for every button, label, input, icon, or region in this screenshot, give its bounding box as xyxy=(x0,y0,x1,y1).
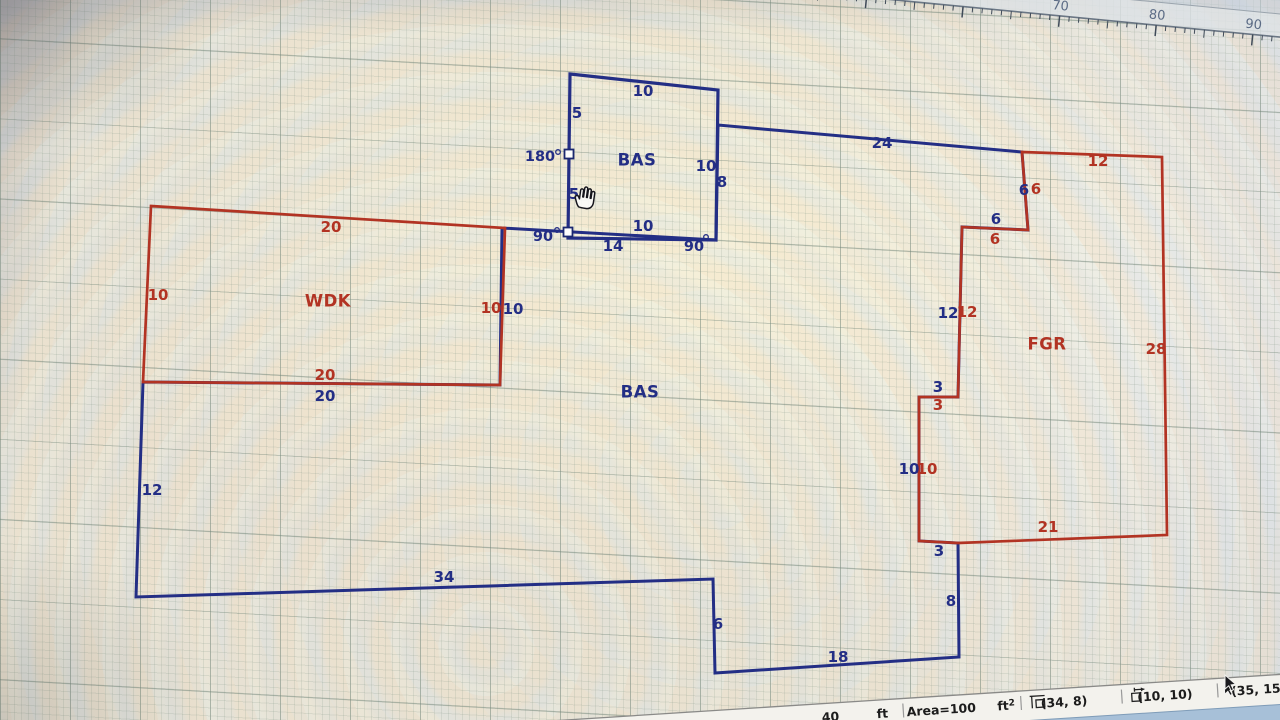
dimension-label[interactable]: 3 xyxy=(934,542,944,560)
dimension-label[interactable]: 24 xyxy=(872,134,893,152)
dimension-label[interactable]: 6 xyxy=(990,230,1000,248)
dimension-label[interactable]: 5 xyxy=(572,104,582,122)
ruler-number: 90 xyxy=(1245,17,1263,34)
dimension-label[interactable]: 8 xyxy=(717,173,727,191)
ruler-tick xyxy=(961,6,964,18)
area-name-label[interactable]: FGR xyxy=(1027,335,1066,354)
dimension-label[interactable]: 6 xyxy=(713,615,723,633)
dimension-label[interactable]: 6 xyxy=(1019,181,1029,199)
dimension-label[interactable]: 3 xyxy=(933,378,943,396)
area-name-label[interactable]: WDK xyxy=(305,292,352,311)
top-ruler: 70 80 90 xyxy=(730,0,1280,46)
status-separator xyxy=(902,703,905,718)
vertex-handle[interactable] xyxy=(563,148,575,160)
dimension-label[interactable]: 10 xyxy=(899,460,920,478)
dimension-label[interactable]: 12 xyxy=(142,481,163,499)
dimension-label[interactable]: 8 xyxy=(946,592,956,610)
ruler-tick xyxy=(1010,11,1012,20)
dimension-label[interactable]: 5 xyxy=(569,185,579,203)
dimension-label[interactable]: 6 xyxy=(991,210,1001,228)
ruler-tick xyxy=(1250,34,1254,46)
area-readout: Area=100 xyxy=(906,700,976,719)
dimension-label[interactable]: 10 xyxy=(917,460,938,478)
hand-cursor xyxy=(574,186,596,210)
degree-marker xyxy=(554,227,560,233)
dimension-label[interactable]: 10 xyxy=(503,300,524,318)
segment-readout: (34, 8) xyxy=(1040,693,1087,711)
arrow-cursor xyxy=(1224,673,1237,692)
ruler-number: 80 xyxy=(1148,7,1166,24)
dimension-label[interactable]: 28 xyxy=(1146,340,1167,358)
ruler-tick xyxy=(913,1,916,10)
perimeter-unit-fragment: ft xyxy=(876,705,888,720)
polygon-wdk[interactable] xyxy=(141,204,507,387)
dimension-label[interactable]: 6 xyxy=(1031,180,1041,198)
dimension-label[interactable]: 12 xyxy=(1088,152,1109,170)
ruler-tick xyxy=(1106,20,1109,29)
dimension-label[interactable]: 3 xyxy=(933,396,943,414)
status-separator xyxy=(1019,695,1023,711)
dimension-label[interactable]: 18 xyxy=(828,648,849,666)
angle-label: 90 xyxy=(533,229,553,245)
cursor-position-readout: (35, 15) xyxy=(1231,680,1280,698)
angle-label: 180 xyxy=(525,149,555,165)
dimension-label[interactable]: 14 xyxy=(603,237,624,255)
dimension-label[interactable]: 34 xyxy=(434,568,455,586)
ruler-tick xyxy=(816,0,819,1)
area-name-label[interactable]: BAS xyxy=(621,383,660,402)
dimension-label[interactable]: 12 xyxy=(957,303,978,321)
status-separator xyxy=(1216,683,1219,698)
dimension-label[interactable]: 20 xyxy=(315,387,336,405)
dimension-label[interactable]: 10 xyxy=(633,82,654,100)
ruler-tick xyxy=(1154,25,1157,37)
dimension-label[interactable]: 10 xyxy=(148,286,169,304)
corner-dimension-icon xyxy=(1029,694,1046,709)
ruler-tick xyxy=(864,0,868,9)
dimension-label[interactable]: 10 xyxy=(633,217,654,235)
offset-readout: (10, 10) xyxy=(1137,686,1193,704)
angle-label: 90 xyxy=(684,239,704,255)
dimension-label[interactable]: 20 xyxy=(321,218,342,236)
status-separator xyxy=(1120,689,1123,704)
dimension-label[interactable]: 10 xyxy=(481,299,502,317)
dimension-label[interactable]: 12 xyxy=(938,304,959,322)
dimension-label[interactable]: 21 xyxy=(1038,518,1059,536)
dimension-label[interactable]: 10 xyxy=(696,157,717,175)
degree-marker xyxy=(703,234,709,240)
ruler-tick xyxy=(1203,29,1205,38)
perimeter-fragment: 40 xyxy=(821,709,840,720)
area-name-label[interactable]: BAS xyxy=(618,151,657,170)
ruler-number: 70 xyxy=(1052,0,1070,15)
offset-icon xyxy=(1130,687,1145,703)
ruler-tick xyxy=(1057,15,1061,27)
polygon-fgr[interactable] xyxy=(917,150,1169,545)
dimension-label[interactable]: 20 xyxy=(315,366,336,384)
degree-marker xyxy=(555,149,561,155)
vertex-handle[interactable] xyxy=(562,226,574,238)
